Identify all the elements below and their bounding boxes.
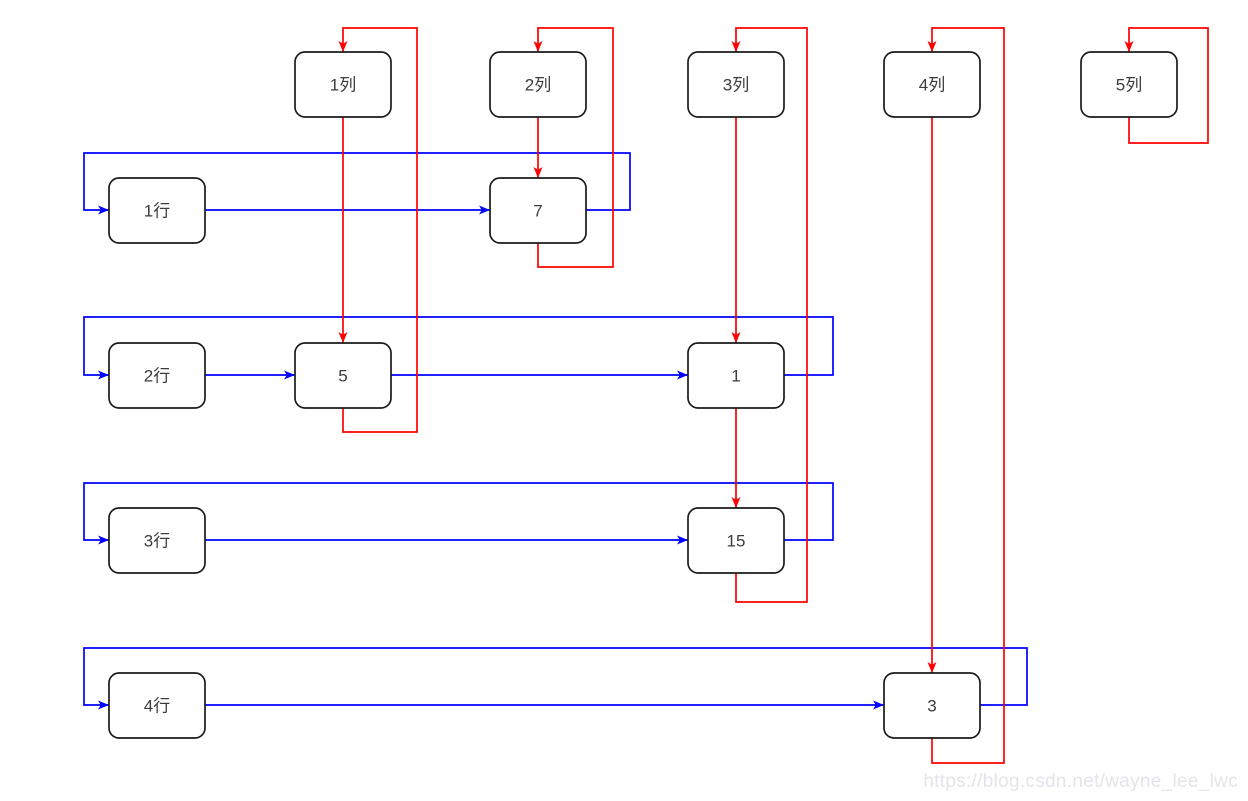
watermark: https://blog.csdn.net/wayne_lee_lwc [923, 771, 1238, 792]
column-header-box [687, 51, 785, 118]
data-node-label: 5 [338, 366, 347, 385]
node-col-3: 3列 [687, 51, 785, 118]
column-header-label: 2列 [525, 75, 551, 94]
column-header-box [883, 51, 981, 118]
row-header-box [108, 672, 206, 739]
node-row-1: 1行 [108, 177, 206, 244]
row-header-box [108, 342, 206, 409]
node-cell-1: 1 [687, 342, 785, 409]
nodes-layer: 1列 2列 3列 4列 5列 1行 2行 3行 4行 7 5 1 15 3 [108, 51, 1178, 739]
column-header-box [489, 51, 587, 118]
row-header-box [108, 177, 206, 244]
row-header-label: 3行 [144, 531, 170, 550]
edge-cell5-loop-to-col1-head [338, 27, 418, 433]
data-node-box [489, 177, 587, 244]
column-header-label: 3列 [723, 75, 749, 94]
data-node-label: 3 [927, 696, 936, 715]
edge-cell15-loop-to-col3-head [731, 27, 808, 603]
row-header-label: 2行 [144, 366, 170, 385]
node-row-3: 3行 [108, 507, 206, 574]
node-cell-15: 15 [687, 507, 785, 574]
node-cell-7: 7 [489, 177, 587, 244]
node-col-5: 5列 [1080, 51, 1178, 118]
edge-cell3-loop-to-row4-head [83, 647, 1028, 710]
data-node-label: 1 [731, 366, 740, 385]
node-col-1: 1列 [294, 51, 392, 118]
edges-layer [83, 27, 1209, 764]
edge-cell7-loop-to-row1-head [83, 152, 631, 215]
node-cell-5: 5 [294, 342, 392, 409]
data-node-box [687, 507, 785, 574]
edge-cell7-loop-to-col2-head [533, 27, 614, 268]
data-node-label: 15 [727, 531, 746, 550]
edge-cell1-loop-to-row2-head [83, 316, 834, 380]
edge-col5-self-loop [1124, 27, 1209, 144]
node-col-2: 2列 [489, 51, 587, 118]
column-header-label: 4列 [919, 75, 945, 94]
column-header-label: 5列 [1116, 75, 1142, 94]
node-cell-3: 3 [883, 672, 981, 739]
data-node-box [687, 342, 785, 409]
node-col-4: 4列 [883, 51, 981, 118]
edge-cell15-loop-to-row3-head [83, 482, 834, 545]
column-header-box [1080, 51, 1178, 118]
row-header-label: 1行 [144, 201, 170, 220]
data-node-label: 7 [533, 201, 542, 220]
column-header-label: 1列 [330, 75, 356, 94]
node-row-2: 2行 [108, 342, 206, 409]
data-node-box [883, 672, 981, 739]
column-header-box [294, 51, 392, 118]
row-header-label: 4行 [144, 696, 170, 715]
data-node-box [294, 342, 392, 409]
row-header-box [108, 507, 206, 574]
edge-cell3-loop-to-col4-head [927, 27, 1005, 764]
node-row-4: 4行 [108, 672, 206, 739]
